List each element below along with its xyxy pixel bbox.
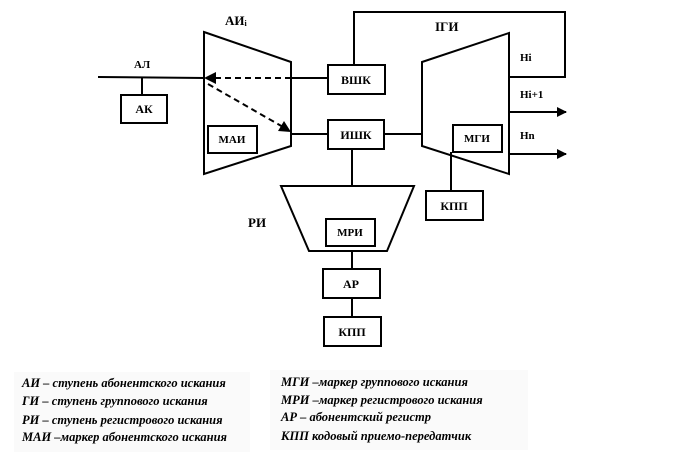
- kpp-gi-block: [425, 190, 484, 221]
- gi-stage-shape: [421, 31, 510, 176]
- legend-item-mri: МРИ –маркер регистрового искания: [281, 393, 483, 407]
- legend-item-ai: АИ – ступень абонентского искания: [22, 376, 226, 390]
- vshk-block-label: ВШК: [341, 73, 371, 87]
- mgi-block-label: МГИ: [464, 133, 490, 145]
- vshk-loop-line: [353, 11, 566, 78]
- legend-item-ri: РИ – ступень регистрового искания: [22, 413, 223, 427]
- legend-item-kpp: КПП кодовый приемо-передатчик: [281, 429, 472, 443]
- mai-block: [207, 125, 258, 154]
- kpp-ri-block: [323, 316, 382, 347]
- output-hn-label: Hn: [520, 130, 535, 142]
- mri-block: [325, 218, 376, 247]
- ak-block-label: АК: [135, 102, 153, 116]
- mri-block-label: МРИ: [337, 227, 363, 239]
- vshk-block: [327, 64, 386, 95]
- al-label: АЛ: [134, 59, 151, 71]
- mai-block-label: МАИ: [219, 134, 246, 146]
- ar-block: [322, 268, 381, 299]
- legend-left-background: [14, 372, 250, 452]
- dashed-diagonal-arrowhead: [278, 121, 291, 132]
- ar-block-label: АР: [343, 277, 359, 291]
- dashed-diagonal-line: [207, 83, 284, 128]
- subscriber-line: [97, 76, 206, 79]
- legend-right-background: [270, 370, 528, 450]
- legend-item-mai: МАИ –маркер абонентского искания: [22, 430, 227, 444]
- ai-stage-label: АИi: [225, 13, 248, 28]
- ri-stage-shape: [279, 185, 416, 252]
- output-hi1-label: Hi+1: [520, 89, 543, 101]
- ishk-block-label: ИШК: [340, 128, 372, 142]
- ai-stage-shape: [203, 30, 292, 176]
- legend-item-ar: АР – абонентский регистр: [281, 410, 431, 424]
- dashed-return-arrowhead: [204, 72, 216, 84]
- ri-stage-label: РИ: [248, 215, 266, 230]
- legend-item-gi: ГИ – ступень группового искания: [22, 394, 208, 408]
- mgi-block: [452, 124, 503, 153]
- gi-stage-label: IГИ: [435, 19, 458, 34]
- ak-block: [120, 94, 168, 124]
- legend-item-mgi: МГИ –маркер группового искания: [281, 375, 468, 389]
- output-hi-label: Hi: [520, 52, 532, 64]
- kpp-gi-block-label: КПП: [440, 199, 468, 213]
- kpp-ri-block-label: КПП: [338, 325, 366, 339]
